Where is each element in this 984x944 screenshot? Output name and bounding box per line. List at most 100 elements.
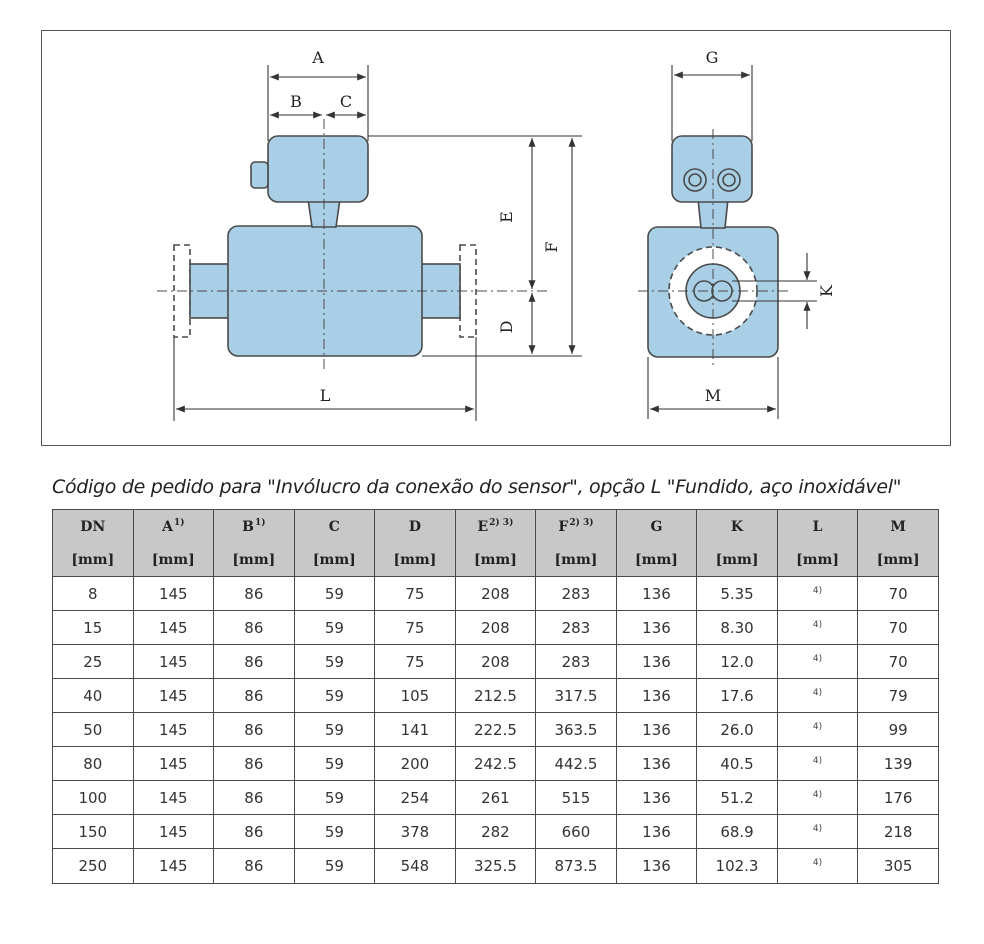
table-caption: Código de pedido para "Invólucro da cone…	[52, 476, 902, 498]
column-name: K	[730, 518, 744, 535]
footnote-ref: 1)	[173, 518, 185, 528]
footnote-ref: 4)	[812, 721, 823, 732]
table-cell: 325.5	[454, 848, 537, 884]
column-name: DN	[80, 518, 106, 535]
column-name: L	[812, 518, 823, 535]
table-cell: 136	[615, 678, 698, 713]
column-unit: [mm]	[776, 543, 859, 577]
table-cell: 51.2	[696, 780, 778, 815]
footnote-ref: 4)	[812, 823, 823, 834]
table-cell: 136	[615, 746, 698, 781]
table-cell: 176	[857, 780, 939, 815]
table-cell: 136	[615, 780, 698, 815]
table-cell: 86	[213, 780, 295, 815]
table-cell: 548	[374, 848, 456, 884]
table-cell: 363.5	[535, 712, 617, 747]
table-cell: 26.0	[696, 712, 778, 747]
table-cell: 254	[374, 780, 456, 815]
table-cell: 8	[52, 576, 134, 611]
column-name: F	[558, 519, 569, 535]
cable-gland	[250, 161, 269, 189]
footnote-ref: 4)	[812, 619, 823, 630]
dim-label-F: F	[542, 241, 561, 252]
cable-entry-right	[717, 168, 741, 192]
side-centerlines	[638, 129, 792, 369]
transmitter-housing	[267, 135, 369, 203]
table-cell: 86	[213, 814, 295, 849]
table-cell: 102.3	[696, 848, 778, 884]
table-cell: 136	[615, 814, 698, 849]
footnote-ref: 2) 3)	[489, 518, 514, 528]
table-cell: 218	[857, 814, 939, 849]
dim-label-E: E	[497, 211, 516, 223]
flowmeter-dimension-diagram: A B C E D F L	[157, 48, 836, 421]
table-cell: 222.5	[454, 712, 537, 747]
column-header-dn: DN	[52, 509, 134, 543]
table-cell: 4)	[776, 610, 859, 645]
table-cell: 15	[52, 610, 134, 645]
front-centerlines	[157, 119, 547, 369]
table-cell: 136	[615, 610, 698, 645]
side-transmitter-housing	[671, 135, 753, 203]
table-cell: 212.5	[454, 678, 537, 713]
dim-label-G: G	[706, 48, 719, 67]
table-cell: 4)	[776, 576, 859, 611]
column-unit: [mm]	[374, 543, 456, 577]
table-cell: 136	[615, 576, 698, 611]
table-cell: 59	[293, 576, 376, 611]
column-name: D	[408, 518, 421, 535]
table-cell: 70	[857, 610, 939, 645]
table-cell: 145	[132, 814, 215, 849]
table-cell: 59	[293, 610, 376, 645]
table-cell: 145	[132, 712, 215, 747]
footnote-ref: 4)	[812, 858, 823, 868]
table-cell: 50	[52, 712, 134, 747]
table-cell: 4)	[776, 746, 859, 781]
column-unit: [mm]	[857, 543, 939, 577]
table-cell: 250	[52, 848, 134, 884]
dimension-drawing: A B C E D F L	[41, 30, 951, 446]
table-cell: 5.35	[696, 576, 778, 611]
table-cell: 145	[132, 848, 215, 884]
table-cell: 105	[374, 678, 456, 713]
front-dimension-lines	[173, 65, 582, 421]
table-cell: 75	[374, 576, 456, 611]
table-cell: 141	[374, 712, 456, 747]
footnote-ref: 4)	[812, 653, 823, 664]
dim-label-A: A	[311, 48, 324, 67]
column-header-g: G	[615, 509, 698, 543]
table-cell: 40.5	[696, 746, 778, 781]
table-cell: 261	[454, 780, 537, 815]
table-header-units: [mm][mm][mm][mm][mm][mm][mm][mm][mm][mm]…	[52, 543, 939, 577]
table-cell: 17.6	[696, 678, 778, 713]
dim-label-D: D	[497, 321, 516, 334]
table-cell: 12.0	[696, 644, 778, 679]
table-cell: 86	[213, 576, 295, 611]
table-cell: 4)	[776, 814, 859, 849]
column-name: G	[650, 518, 663, 535]
table-cell: 4)	[776, 678, 859, 713]
column-unit: [mm]	[696, 543, 778, 577]
table-cell: 136	[615, 644, 698, 679]
table-cell: 86	[213, 644, 295, 679]
column-name: M	[890, 518, 906, 535]
table-cell: 145	[132, 780, 215, 815]
column-unit: [mm]	[52, 543, 134, 577]
table-cell: 208	[454, 644, 537, 679]
table-cell: 59	[293, 678, 376, 713]
table-cell: 80	[52, 746, 134, 781]
table-cell: 283	[535, 610, 617, 645]
table-cell: 378	[374, 814, 456, 849]
column-header-m: M	[857, 509, 939, 543]
table-cell: 25	[52, 644, 134, 679]
table-cell: 139	[857, 746, 939, 781]
column-name: C	[328, 518, 340, 535]
